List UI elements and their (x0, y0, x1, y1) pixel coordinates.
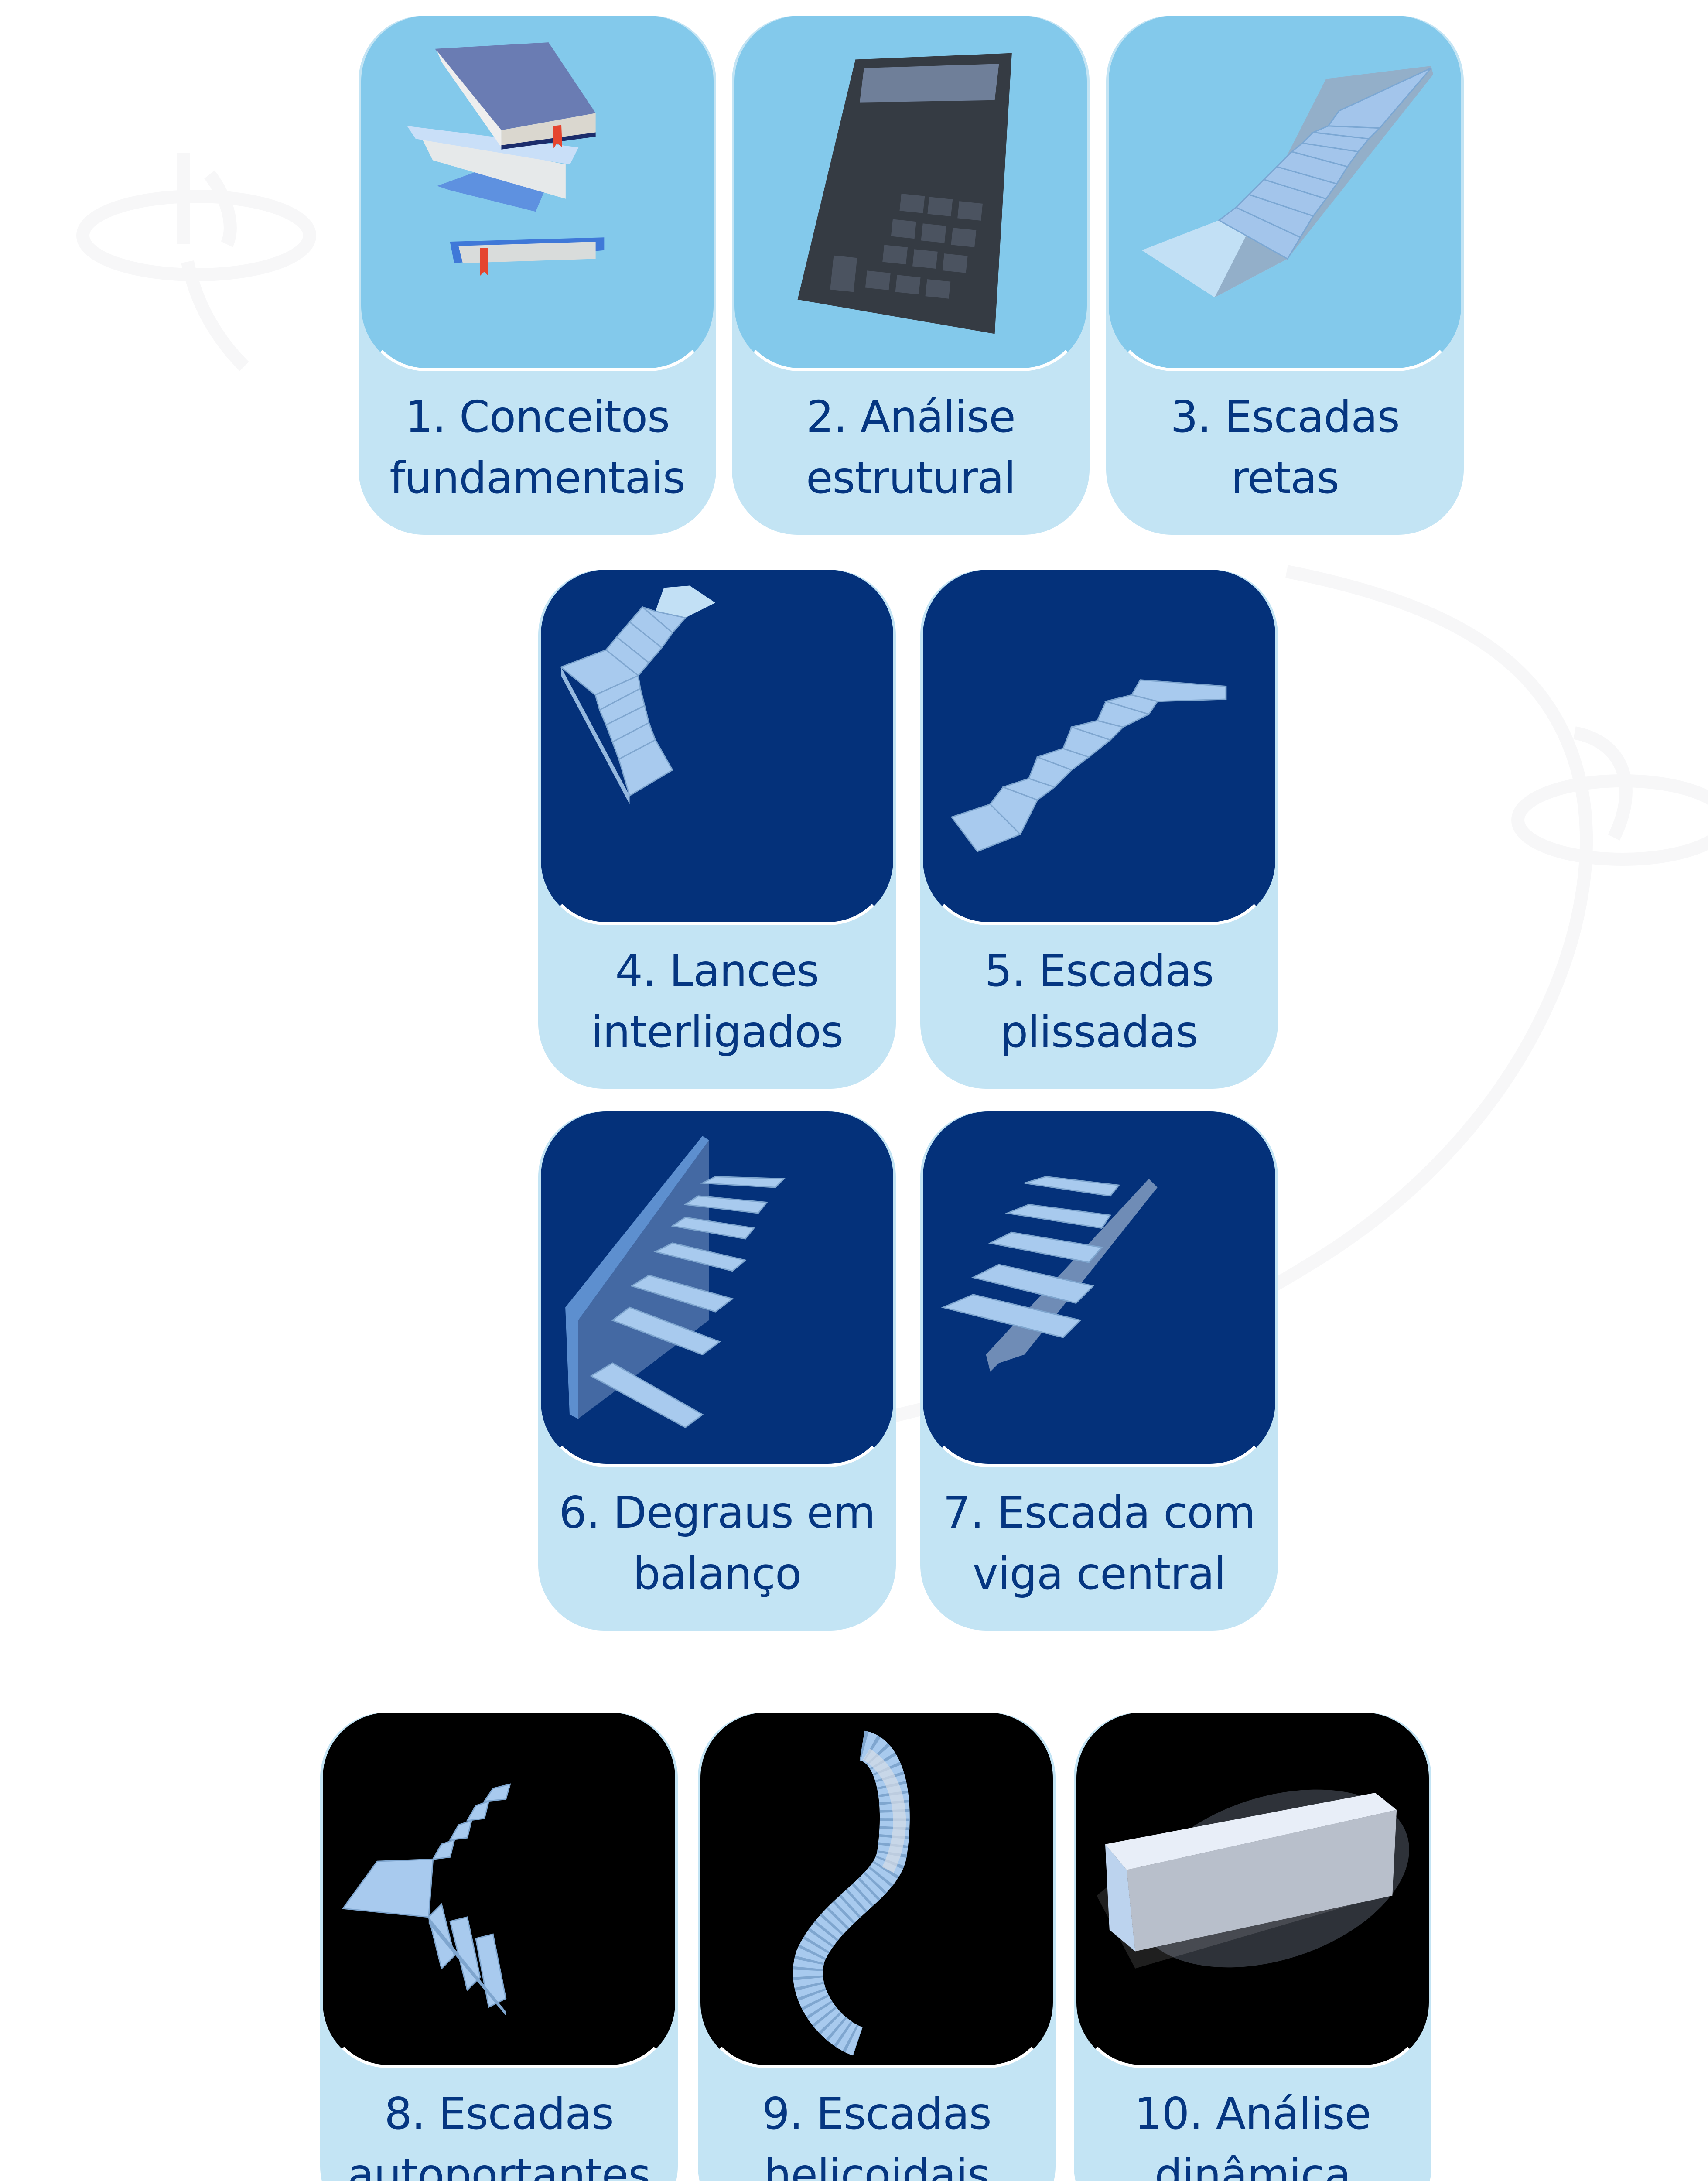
module-title-line1: 1. Conceitos (405, 391, 670, 442)
module-card-9[interactable]: 9. Escadas helicoidais (698, 1713, 1056, 2181)
module-title-line1: 6. Degraus em (559, 1487, 876, 1538)
module-label: 10. Análise dinâmica (1074, 2083, 1431, 2181)
module-image-panel (1076, 1713, 1429, 2068)
module-image-panel (323, 1713, 675, 2068)
module-image-panel (923, 1111, 1275, 1467)
central-beam-stair-icon (941, 1176, 1158, 1372)
module-title-line1: 3. Escadas (1170, 391, 1400, 442)
module-label: 1. Conceitos fundamentais (359, 386, 716, 509)
module-title-line2: fundamentais (389, 452, 685, 503)
module-title-line2: viga central (972, 1548, 1226, 1599)
module-title-line2: balanço (632, 1548, 802, 1599)
module-label: 7. Escada com viga central (920, 1482, 1278, 1604)
module-title-line2: interligados (591, 1006, 844, 1057)
module-title-line1: 2. Análise (806, 391, 1015, 442)
module-label: 5. Escadas plissadas (920, 940, 1278, 1063)
module-label: 3. Escadas retas (1106, 386, 1464, 509)
module-title-line1: 9. Escadas (762, 2088, 992, 2139)
module-card-7[interactable]: 7. Escada com viga central (920, 1111, 1278, 1631)
module-title-line2: dinâmica (1155, 2149, 1351, 2181)
module-image-panel (361, 16, 714, 371)
books-icon (407, 42, 605, 276)
helical-stair-icon (793, 1730, 910, 2056)
module-card-10[interactable]: 10. Análise dinâmica (1074, 1713, 1431, 2181)
module-title-line2: helicoidais (763, 2149, 990, 2181)
module-title-line2: estrutural (806, 452, 1016, 503)
calculator-icon (797, 53, 1012, 334)
self-supporting-stair-icon (342, 1783, 511, 2016)
module-title-line2: retas (1230, 452, 1339, 503)
module-label: 6. Degraus em balanço (538, 1482, 896, 1604)
module-image-panel (541, 1111, 893, 1467)
folded-plate-stair-icon (950, 679, 1227, 852)
module-card-8[interactable]: 8. Escadas autoportantes (320, 1713, 678, 2181)
module-title-line1: 7. Escada com (943, 1487, 1256, 1538)
vibrating-beam-icon (1097, 1789, 1409, 1969)
module-card-3[interactable]: 3. Escadas retas (1106, 16, 1464, 535)
module-card-2[interactable]: 2. Análise estrutural (732, 16, 1090, 535)
module-card-6[interactable]: 6. Degraus em balanço (538, 1111, 896, 1631)
interconnected-flights-icon (560, 585, 716, 804)
module-title-line2: autoportantes (347, 2149, 651, 2181)
module-label: 4. Lances interligados (538, 940, 896, 1063)
module-image-panel (541, 570, 893, 925)
module-title-line2: plissadas (1000, 1006, 1198, 1057)
module-title-line1: 5. Escadas (984, 945, 1214, 996)
module-image-panel (923, 570, 1275, 925)
module-image-panel (734, 16, 1087, 371)
module-title-line1: 4. Lances (615, 945, 819, 996)
module-title-line1: 8. Escadas (384, 2088, 614, 2139)
module-title-line1: 10. Análise (1134, 2088, 1371, 2139)
module-label: 2. Análise estrutural (732, 386, 1090, 509)
module-label: 9. Escadas helicoidais (698, 2083, 1056, 2181)
module-card-5[interactable]: 5. Escadas plissadas (920, 570, 1278, 1089)
module-card-1[interactable]: 1. Conceitos fundamentais (359, 16, 716, 535)
module-label: 8. Escadas autoportantes (320, 2083, 678, 2181)
straight-stair-icon (1141, 66, 1434, 297)
module-card-4[interactable]: 4. Lances interligados (538, 570, 896, 1089)
module-image-panel (1109, 16, 1461, 371)
cantilever-steps-icon (565, 1136, 786, 1429)
module-image-panel (700, 1713, 1053, 2068)
